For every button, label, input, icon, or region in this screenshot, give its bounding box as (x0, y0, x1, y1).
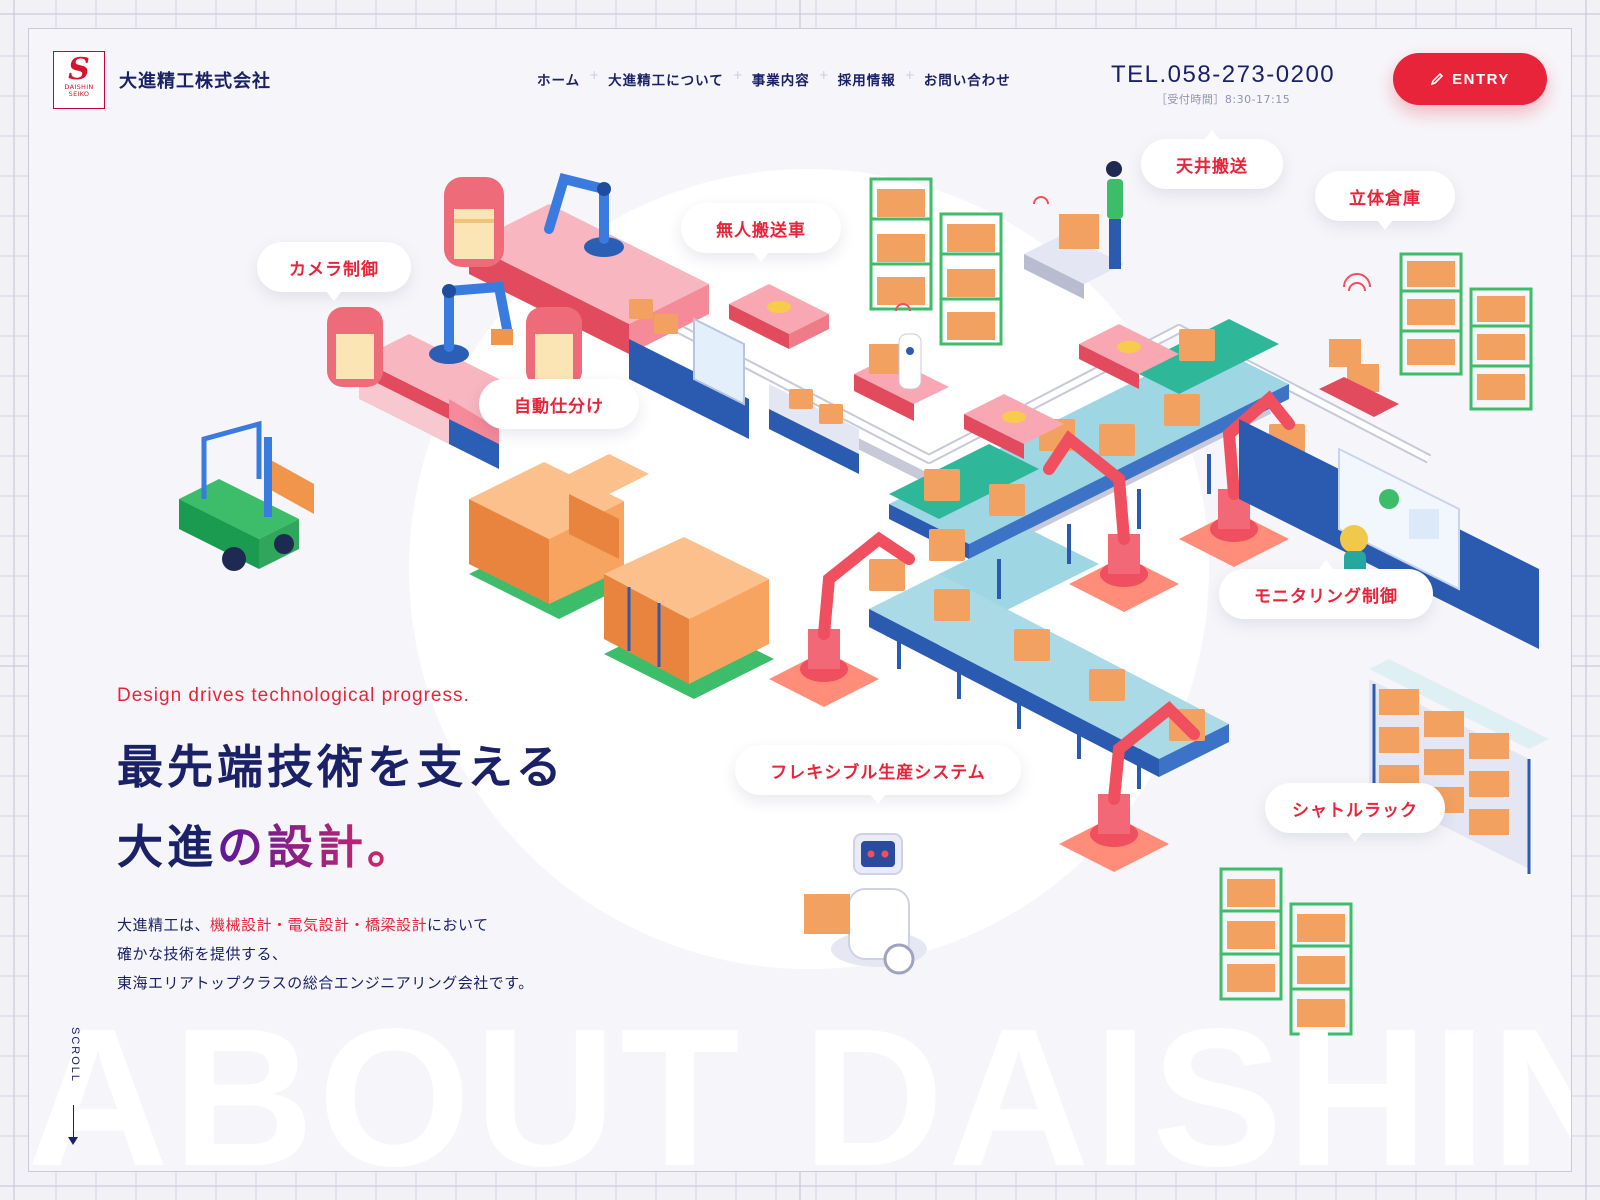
nav-recruit[interactable]: 採用情報 (819, 68, 910, 89)
desc-line-2: 確かな技術を提供する、 (117, 945, 288, 963)
entry-label: ENTRY (1452, 70, 1510, 88)
desc-line-1c: において (427, 916, 489, 934)
hero-heading-line2: 大進の設計。 (117, 811, 417, 877)
monitoring-wall (1239, 419, 1539, 649)
company-name: 大進精工株式会社 (119, 71, 271, 92)
logo-s-symbol: S (68, 52, 90, 87)
robot-arm-red-3 (1179, 390, 1295, 567)
arrow-down-icon (68, 1137, 78, 1145)
logo-text-daishin: DAISHIN (64, 83, 94, 91)
bubble-ceiling-transport[interactable]: 天井搬送 (1141, 130, 1283, 189)
forklift (179, 420, 314, 571)
hero-description: 大進精工は、機械設計・電気設計・橋梁設計において 確かな技術を提供する、 東海エ… (117, 911, 534, 998)
bubble-monitoring-control[interactable]: モニタリング制御 (1219, 560, 1433, 619)
desc-line-3: 東海エリアトップクラスの総合エンジニアリング会社です。 (117, 974, 534, 992)
agv-cart-1 (729, 284, 829, 349)
desc-line-1a: 大進精工は、 (117, 916, 211, 934)
bubble-auto-sorting[interactable]: 自動仕分け (479, 379, 639, 429)
nav-contact[interactable]: お問い合わせ (905, 68, 1025, 89)
robot-arm-red-2 (1043, 430, 1179, 612)
hero-heading-daishin: 大進 (117, 820, 217, 874)
nav-business[interactable]: 事業内容 (733, 68, 824, 89)
hero-heading-line1: 最先端技術を支える (117, 740, 566, 794)
entry-button[interactable]: ENTRY (1393, 53, 1547, 105)
site-logo[interactable]: S DAISHIN SEIKO 大進精工株式会社 (53, 51, 271, 109)
service-robot (804, 833, 927, 975)
shelf-right (1399, 252, 1533, 411)
phone-contact[interactable]: TEL.058-273-0200 ［受付時間］8:30-17:15 (1111, 61, 1335, 107)
monitor-station (629, 317, 859, 474)
nav-home[interactable]: ホーム (537, 73, 581, 89)
agv-cart-2 (1079, 324, 1179, 389)
nav-about[interactable]: 大進精工について (589, 68, 738, 89)
robot-arm-red-1 (769, 531, 915, 707)
shelf-bottom (1219, 867, 1353, 1036)
factory-illustration (179, 161, 1549, 1036)
shuttle-boxes-center (1319, 339, 1399, 417)
box-pallet-center (604, 537, 774, 699)
scroll-indicator[interactable]: SCROLL (63, 1027, 85, 1145)
agv-cart-boxes (854, 333, 949, 421)
hero-panel: S DAISHIN SEIKO 大進精工株式会社 ホーム 大進精工について 事業… (28, 28, 1572, 1172)
scroll-label: SCROLL (69, 1027, 81, 1084)
ceiling-transport-cart (1024, 161, 1124, 299)
bubble-agv[interactable]: 無人搬送車 (681, 203, 841, 262)
shuttle-rack (1369, 659, 1549, 874)
pencil-icon (1430, 72, 1444, 86)
box-pallet-left (469, 454, 649, 619)
scroll-line (73, 1105, 74, 1143)
hero-heading-design: の設計。 (217, 820, 417, 874)
bubble-shuttle-rack[interactable]: シャトルラック (1265, 783, 1445, 842)
robot-arm-red-4 (1059, 700, 1200, 872)
bubble-camera-control[interactable]: カメラ制御 (257, 242, 411, 301)
logo-text-seiko: SEIKO (68, 90, 90, 98)
desc-line-1: 大進精工は、機械設計・電気設計・橋梁設計において (117, 911, 534, 940)
sorting-conveyor-upper (444, 177, 709, 354)
logo-mark: S DAISHIN SEIKO (53, 51, 105, 109)
bubble-flexible-manufacturing[interactable]: フレキシブル生産システム (735, 745, 1021, 804)
agv-cart-3 (964, 394, 1064, 459)
about-watermark: ABOUT DAISHIN (28, 988, 1572, 1172)
hero-tagline: Design drives technological progress. (117, 685, 470, 706)
desc-highlight: 機械設計・電気設計・橋梁設計 (210, 916, 428, 934)
bubble-automated-warehouse[interactable]: 立体倉庫 (1315, 171, 1455, 230)
robot-arm-blue-upper (544, 172, 624, 257)
wifi-icons (895, 196, 1371, 312)
main-nav: ホーム 大進精工について 事業内容 採用情報 お問い合わせ (523, 68, 1025, 89)
robot-arm-blue-lower (429, 281, 513, 364)
shelf-top (869, 177, 1003, 346)
phone-number[interactable]: TEL.058-273-0200 (1111, 61, 1336, 88)
sorting-conveyor-lower (327, 307, 582, 469)
reception-hours: ［受付時間］8:30-17:15 (1155, 93, 1291, 106)
